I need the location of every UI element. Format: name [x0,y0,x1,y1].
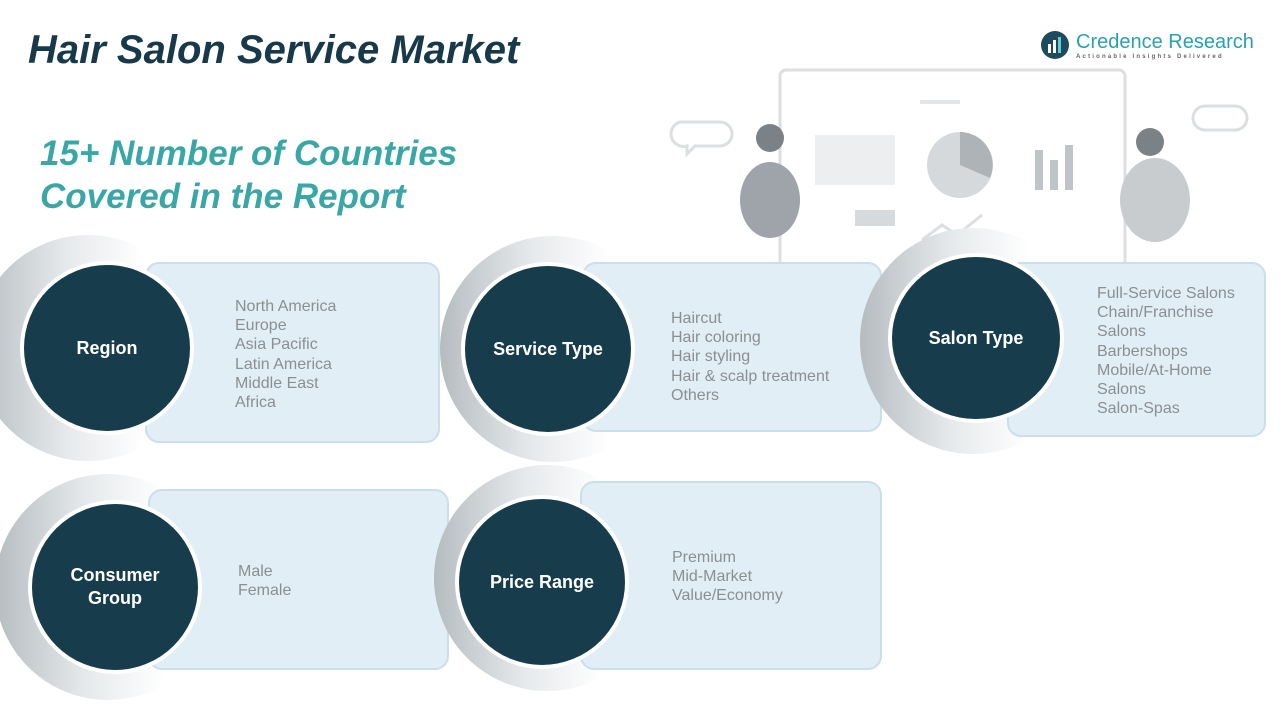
segment-label-region: Region [20,261,194,435]
list-item: Europe [235,317,287,335]
logo-icon [1041,31,1069,59]
consumer-group-label: Consumer Group [70,565,160,608]
list-item: Hair & scalp treatment [671,367,830,385]
list-item: Hair styling [671,348,751,366]
list-item: Female [238,582,292,600]
list-item: Mobile/At-Home [1097,361,1212,379]
logo-name: Credence Research [1076,30,1254,53]
logo-tagline: Actionable Insights Delivered [1076,53,1224,60]
list-item: Barbershops [1097,342,1188,360]
list-item: Male [238,563,273,580]
segment-label-price-range: Price Range [455,495,629,669]
salon-type-items: Full-Service Salons Chain/Franchise Salo… [1097,284,1235,418]
service-type-items: Haircut Hair coloring Hair styling Hair … [671,309,829,405]
list-item: Salons [1097,323,1146,341]
segment-label-salon-type: Salon Type [888,253,1064,423]
list-item: Latin America [235,355,332,373]
segment-label-service-type: Service Type [461,262,635,436]
list-item: Africa [235,394,276,412]
list-item: Premium [672,549,737,566]
subtitle-line: Covered in the Report [40,177,406,216]
list-item: Haircut [671,310,722,327]
list-item: Salons [1097,381,1146,399]
list-item: Chain/Franchise [1097,304,1214,322]
list-item: Others [671,386,720,404]
presentation-illustration [669,68,1249,312]
list-item: Value/Economy [672,587,783,605]
segment-card-price-range [580,481,882,670]
list-item: Hair coloring [671,329,761,347]
list-item: Salon-Spas [1097,400,1180,418]
segment-label-consumer-group: Consumer Group [28,500,202,674]
price-range-items: Premium Mid-Market Value/Economy [672,548,783,606]
segment-card-region [145,262,440,443]
list-item: Full-Service Salons [1097,285,1235,302]
subtitle-line: 15+ Number of Countries [40,134,458,173]
consumer-group-items: Male Female [238,562,291,600]
region-items: North America Europe Asia Pacific Latin … [235,297,336,412]
countries-subtitle: 15+ Number of Countries Covered in the R… [40,132,457,218]
list-item: North America [235,298,337,315]
list-item: Asia Pacific [235,336,318,354]
list-item: Mid-Market [672,568,753,586]
list-item: Middle East [235,374,319,392]
page-title: Hair Salon Service Market [28,28,520,72]
